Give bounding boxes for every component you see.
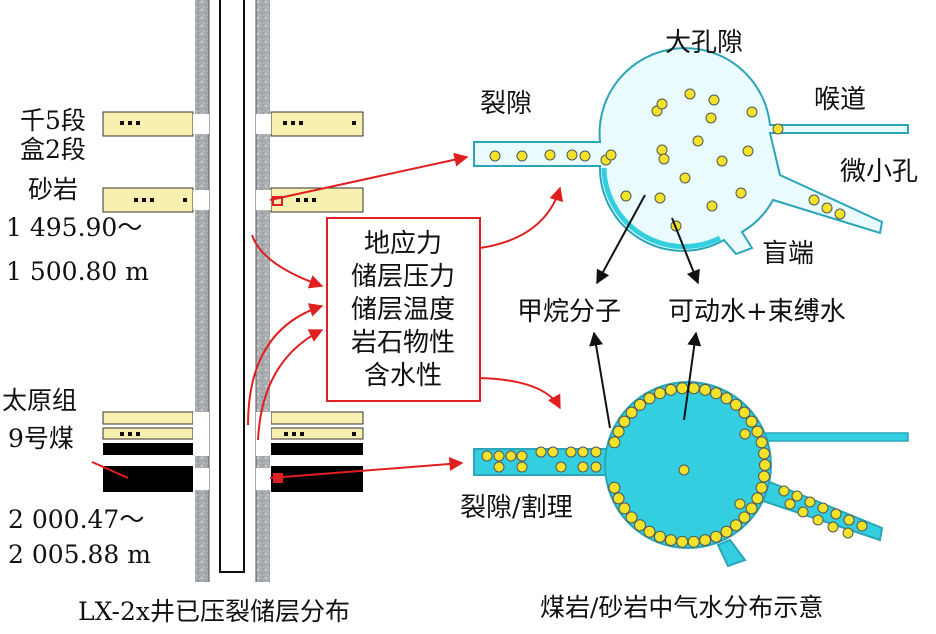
adsorbed-methane-molecule (618, 502, 631, 515)
caption-left: LX-2x井已压裂储层分布 (78, 597, 350, 626)
factor-pressure: 储层压力 (351, 262, 455, 292)
adsorbed-methane-molecule (634, 519, 646, 532)
label-micropore: 微小孔 (840, 157, 918, 187)
adsorbed-methane-molecule (643, 525, 656, 538)
adsorbed-methane-molecule (720, 392, 733, 405)
coal-seam-9 (91, 461, 363, 492)
black-arrows (589, 194, 702, 429)
adsorbed-methane-molecule (653, 387, 666, 400)
arrow-to-methane-from-sand (596, 194, 646, 285)
adsorbed-methane-molecule (653, 530, 666, 543)
adsorbed-methane-molecule (625, 511, 638, 524)
bound-water-film (601, 167, 722, 250)
sand-gas-molecules (489, 88, 846, 232)
coal-leader-line (91, 461, 129, 479)
label-fracture-cleat: 裂隙/割理 (460, 493, 573, 523)
label-methane: 甲烷分子 (517, 297, 621, 327)
label-dead-end: 盲端 (762, 239, 814, 269)
casing-right (256, 0, 270, 582)
adsorbed-methane-molecule (618, 415, 631, 428)
adsorbed-methane-molecule (710, 530, 723, 543)
sand-layer-lower (102, 187, 364, 213)
adsorbed-methane-molecule (687, 535, 700, 548)
wellbore (195, 0, 270, 582)
adsorbed-methane-molecule (745, 502, 758, 515)
adsorbed-methane-molecule (643, 392, 656, 405)
adsorbed-methane-molecule (608, 436, 621, 449)
adsorbed-methane-molecule (699, 534, 712, 547)
adsorbed-methane-molecule (664, 383, 677, 396)
adsorbed-methane-molecule (699, 383, 712, 396)
factor-rock-properties: 岩石物性 (351, 328, 455, 358)
label-coal-depth-top: 2 000.47～ (8, 505, 144, 534)
label-he2: 盒2段 (20, 135, 86, 164)
adsorbed-methane-molecule (738, 511, 751, 524)
coal-pore-model (473, 381, 909, 568)
arrow-coal-to-factors-b (257, 329, 324, 441)
adsorbed-methane-molecule (664, 534, 677, 547)
adsorbed-methane-molecule (751, 425, 764, 438)
sand-sample-marker (272, 196, 283, 206)
arrow-coal-to-factors-a (247, 303, 324, 426)
adsorbed-methane-molecule (751, 492, 764, 505)
adsorbed-methane-molecule (687, 382, 700, 395)
adsorbed-methane-molecule (625, 406, 638, 419)
label-sandstone: 砂岩 (28, 175, 78, 204)
adsorbed-methane-ring (608, 382, 771, 548)
adsorbed-methane-molecule (755, 481, 768, 494)
adsorbed-methane-molecule (730, 398, 742, 411)
sand-pore-body (473, 47, 909, 256)
label-water: 可动水+束缚水 (668, 297, 846, 327)
adsorbed-methane-molecule (634, 398, 646, 411)
factor-box: 地应力 储层压力 储层温度 岩石物性 含水性 (326, 217, 481, 402)
left-labels: 千5段 盒2段 砂岩 1 495.90～ 1 500.80 m 太原组 9号煤 … (2, 106, 151, 569)
arrow-to-water-from-sand (671, 217, 700, 285)
arrow-sand-to-factors (251, 234, 324, 289)
pore-labels: 大孔隙 裂隙 喉道 微小孔 盲端 甲烷分子 可动水+束缚水 裂隙/割理 (460, 28, 918, 523)
arrow-factors-to-coal-model (479, 377, 561, 410)
caption-right: 煤岩/砂岩中气水分布示意 (540, 593, 823, 622)
adsorbed-methane-molecule (758, 447, 771, 460)
factor-stress: 地应力 (364, 229, 442, 259)
arrow-factors-to-sand-model (479, 186, 564, 249)
label-qian5: 千5段 (20, 106, 86, 135)
arrow-to-methane-from-coal (589, 331, 611, 429)
adsorbed-methane-molecule (755, 436, 768, 449)
adsorbed-methane-molecule (710, 387, 723, 400)
arrow-sand-to-fracture (269, 152, 469, 201)
arrow-to-water-from-coal (683, 331, 702, 421)
coal-dead-end (716, 538, 747, 568)
arrow-coal-to-cleat (269, 457, 464, 479)
casing-left (195, 0, 209, 582)
label-taiyuan: 太原组 (2, 386, 77, 415)
adsorbed-methane-molecule (676, 535, 689, 548)
sand-layer-upper (102, 111, 364, 137)
label-throat: 喉道 (814, 85, 866, 115)
label-sand-depth-bottom: 1 500.80 m (6, 257, 149, 286)
adsorbed-methane-molecule (745, 415, 758, 428)
adsorbed-methane-molecule (759, 459, 771, 471)
adsorbed-methane-molecule (612, 492, 625, 505)
adsorbed-methane-molecule (758, 470, 771, 483)
red-arrows (247, 152, 564, 479)
label-fracture: 裂隙 (480, 89, 532, 119)
adsorbed-methane-molecule (608, 481, 621, 494)
label-coal-depth-bottom: 2 005.88 m (8, 540, 151, 569)
adsorbed-methane-molecule (738, 406, 751, 419)
sandstone-pore-model (473, 47, 909, 256)
coal-throat (764, 432, 909, 442)
factor-water-content: 含水性 (364, 361, 442, 391)
adsorbed-methane-molecule (612, 425, 625, 438)
factor-temperature: 储层温度 (351, 295, 455, 325)
label-large-pore: 大孔隙 (665, 28, 743, 58)
label-sand-depth-top: 1 495.90～ (6, 213, 142, 242)
adsorbed-methane-molecule (676, 382, 689, 395)
adsorbed-methane-molecule (730, 519, 742, 532)
adsorbed-methane-molecule (720, 525, 733, 538)
coal-gas-molecules (481, 428, 868, 539)
tubing (219, 0, 245, 573)
label-coal9: 9号煤 (8, 424, 74, 453)
taiyuan-layers (102, 411, 364, 456)
